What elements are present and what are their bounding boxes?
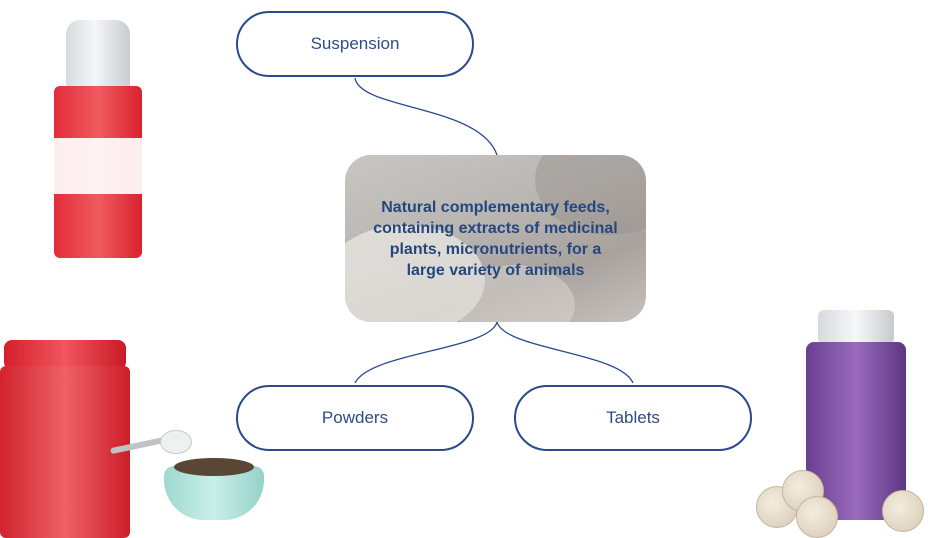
tablets-label: Tablets — [606, 408, 660, 427]
spray-pump-cap — [66, 20, 130, 90]
spoon-image — [110, 430, 192, 470]
spoon-head — [160, 430, 192, 454]
connector-powders — [354, 321, 498, 384]
jar-lid — [4, 340, 126, 370]
bowl-food — [174, 458, 254, 476]
central-node: Natural complementary feeds, containing … — [345, 155, 646, 322]
connector-suspension — [354, 77, 498, 156]
powders-label: Powders — [321, 408, 389, 427]
powder-jar-product-image — [0, 340, 130, 538]
bottle-cap — [818, 310, 894, 344]
jar-body — [0, 366, 130, 538]
pet-bowl-image — [164, 458, 264, 520]
spray-bottle-product-image — [44, 20, 152, 260]
suspension-node: Suspension — [236, 11, 474, 77]
tablets-image — [752, 450, 928, 538]
tablets-node: Tablets — [514, 385, 752, 451]
suspension-label: Suspension — [310, 34, 400, 53]
spray-label-band — [54, 138, 142, 194]
central-node-text: Natural complementary feeds, containing … — [373, 198, 618, 279]
tablet-piece — [882, 490, 924, 532]
tablet-piece — [796, 496, 838, 538]
connector-tablets — [496, 321, 634, 384]
background-photo-shape — [455, 265, 575, 322]
powders-node: Powders — [236, 385, 474, 451]
